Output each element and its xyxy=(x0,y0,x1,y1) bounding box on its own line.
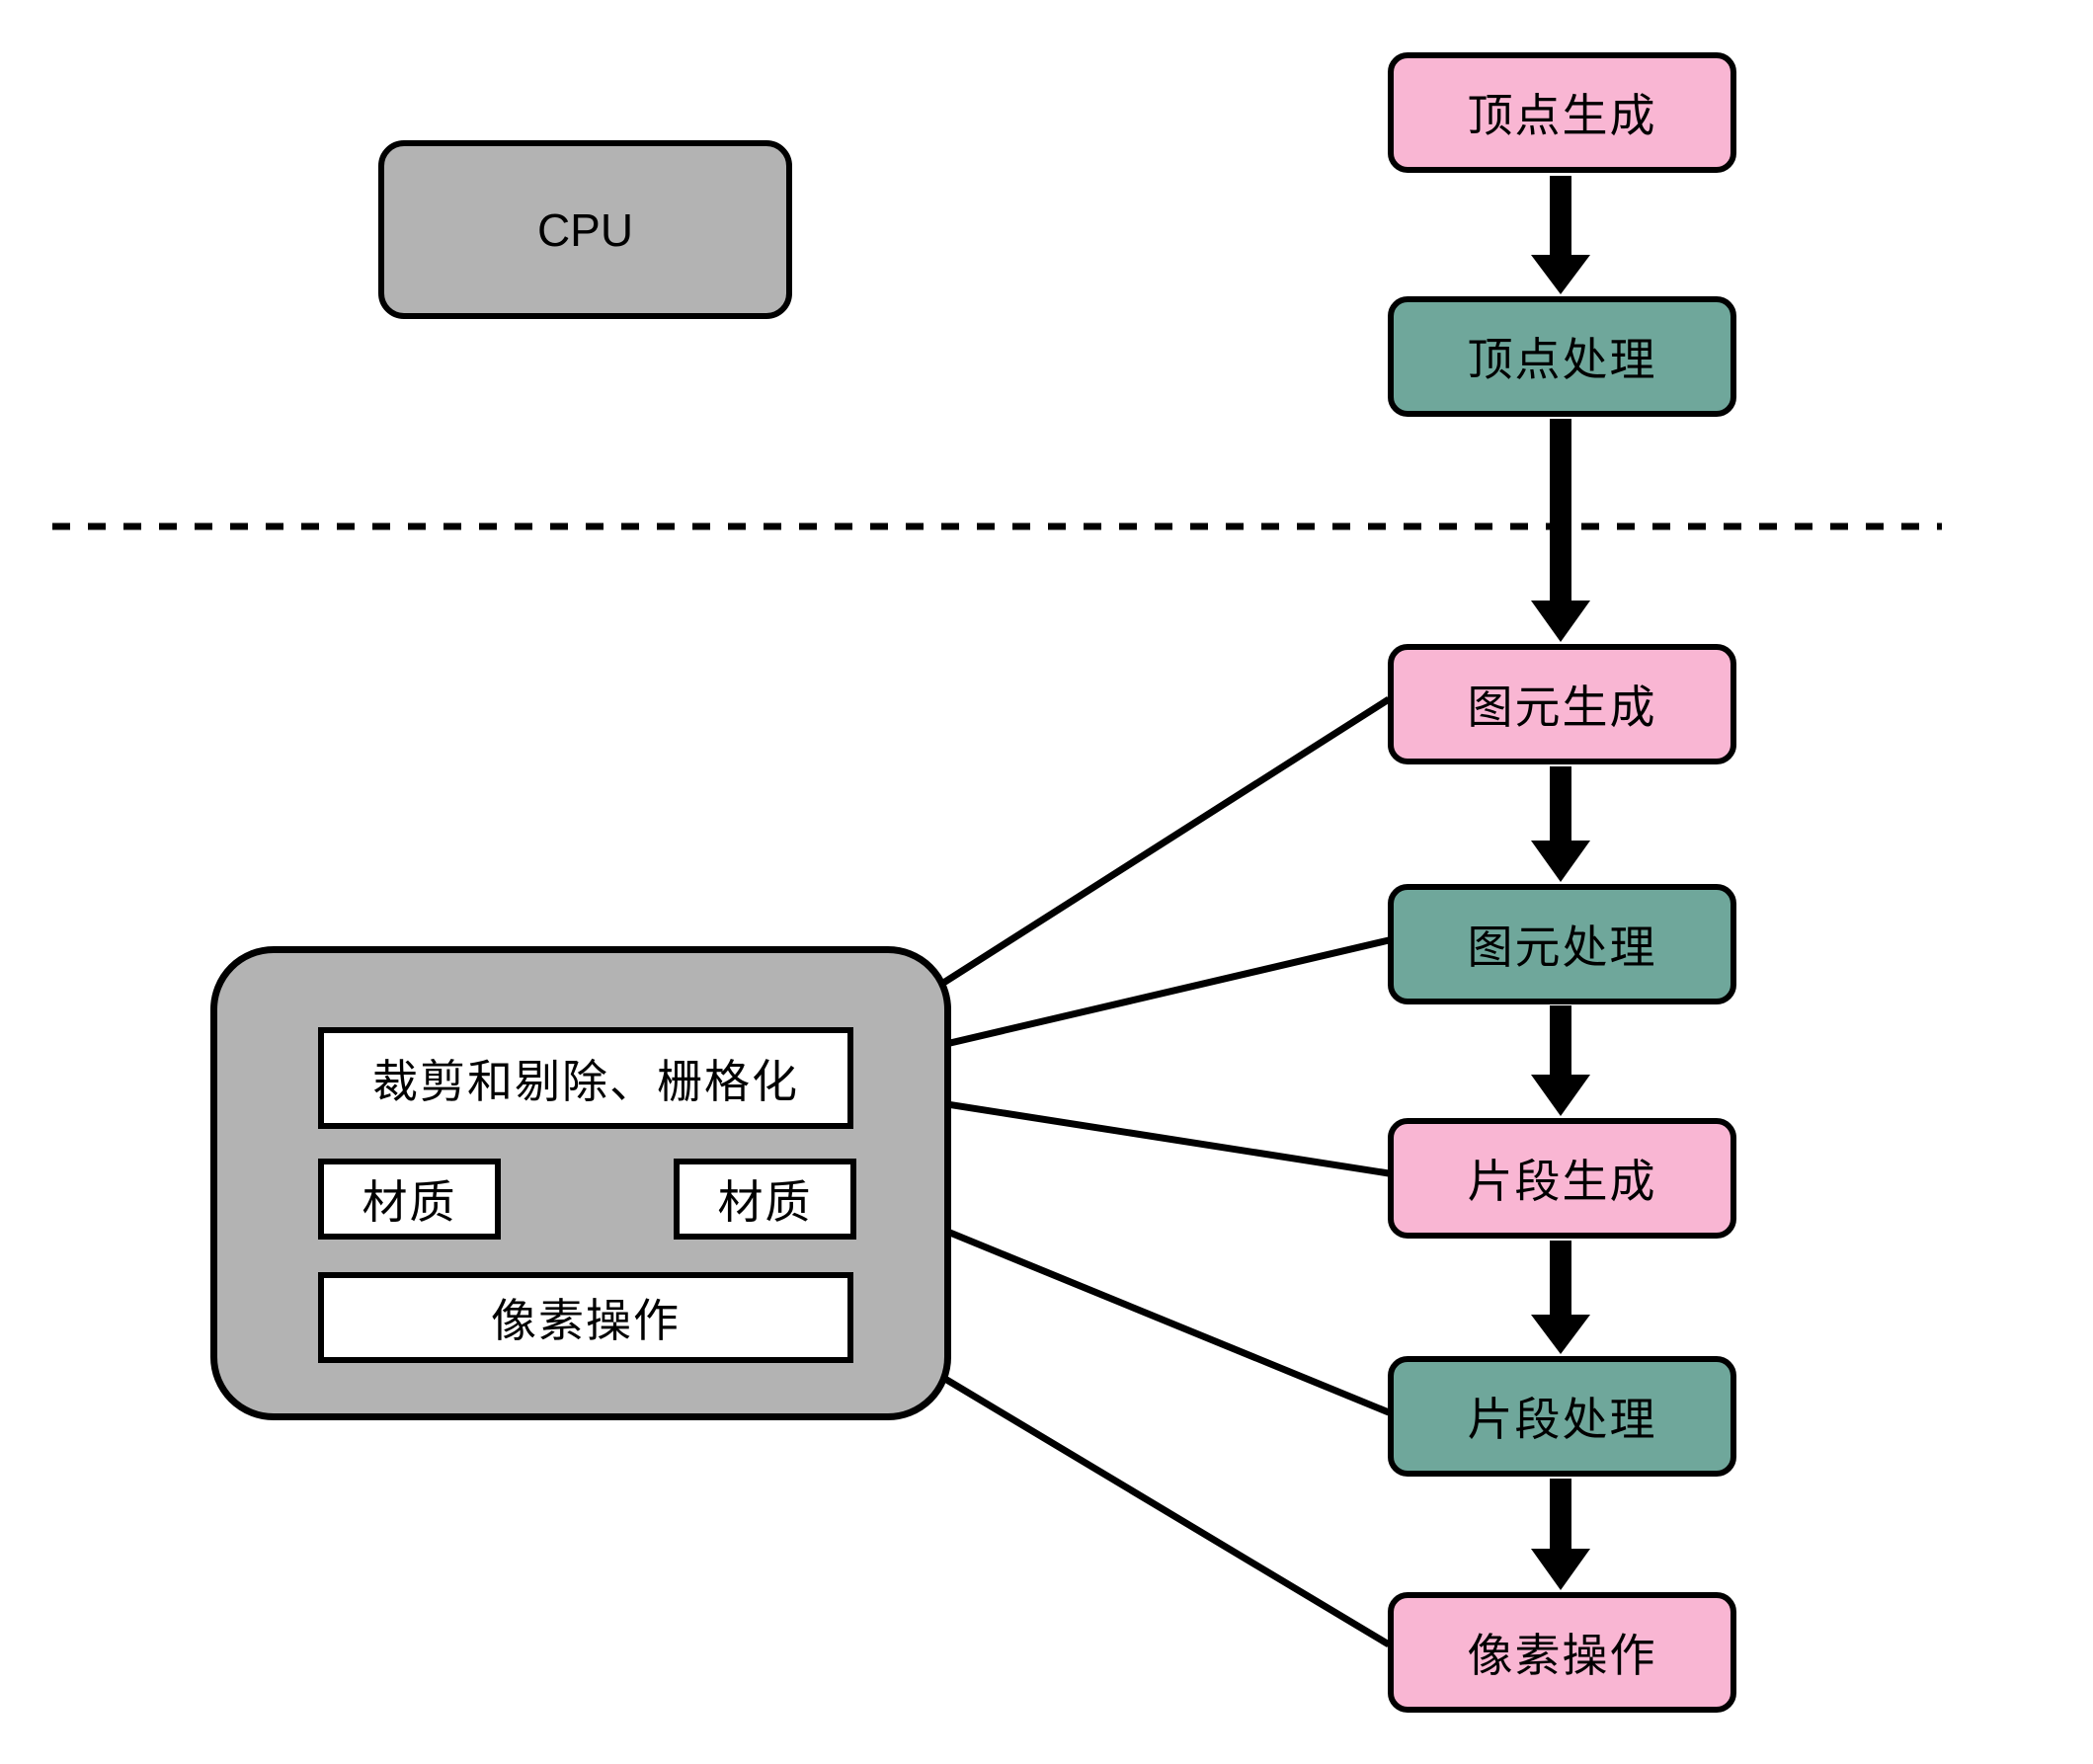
gpu-clip-cull-raster-box: 裁剪和剔除、栅格化 xyxy=(318,1027,853,1129)
arrow-vertex-proc-to-primitive-gen xyxy=(1531,419,1590,642)
arrow-fragment-proc-to-pixel-ops xyxy=(1531,1479,1590,1590)
node-fragment-processing-label: 片段处理 xyxy=(1467,1394,1657,1445)
node-pixel-operations: 像素操作 xyxy=(1388,1592,1736,1713)
node-vertex-processing: 顶点处理 xyxy=(1388,296,1736,417)
gpu-clip-cull-raster-label: 裁剪和剔除、栅格化 xyxy=(372,1055,799,1107)
gpu-texture-right-label: 材质 xyxy=(717,1176,813,1228)
gpu-pixel-operations-box: 像素操作 xyxy=(318,1272,853,1363)
arrow-primitive-proc-to-fragment-gen xyxy=(1531,1005,1590,1116)
node-primitive-generation-label: 图元生成 xyxy=(1467,682,1657,733)
node-fragment-processing: 片段处理 xyxy=(1388,1356,1736,1477)
node-fragment-generation-label: 片段生成 xyxy=(1467,1156,1657,1207)
arrow-fragment-gen-to-fragment-proc xyxy=(1531,1241,1590,1354)
gpu-texture-left-label: 材质 xyxy=(362,1176,457,1228)
node-fragment-generation: 片段生成 xyxy=(1388,1118,1736,1239)
gpu-pixel-operations-label: 像素操作 xyxy=(491,1295,681,1346)
node-vertex-generation: 顶点生成 xyxy=(1388,52,1736,173)
node-primitive-generation: 图元生成 xyxy=(1388,644,1736,764)
node-vertex-processing-label: 顶点处理 xyxy=(1467,334,1657,385)
cpu-box: CPU xyxy=(378,140,792,319)
node-primitive-processing-label: 图元处理 xyxy=(1467,922,1657,973)
node-pixel-operations-label: 像素操作 xyxy=(1467,1630,1657,1681)
node-vertex-generation-label: 顶点生成 xyxy=(1467,90,1657,141)
gpu-texture-right-box: 材质 xyxy=(674,1159,856,1240)
gpu-texture-left-box: 材质 xyxy=(318,1159,501,1240)
node-primitive-processing: 图元处理 xyxy=(1388,884,1736,1004)
cpu-label: CPU xyxy=(536,203,634,256)
arrow-vertex-gen-to-vertex-proc xyxy=(1531,176,1590,294)
gpu-block: 裁剪和剔除、栅格化 材质 材质 像素操作 xyxy=(210,946,951,1420)
arrow-primitive-gen-to-primitive-proc xyxy=(1531,766,1590,882)
